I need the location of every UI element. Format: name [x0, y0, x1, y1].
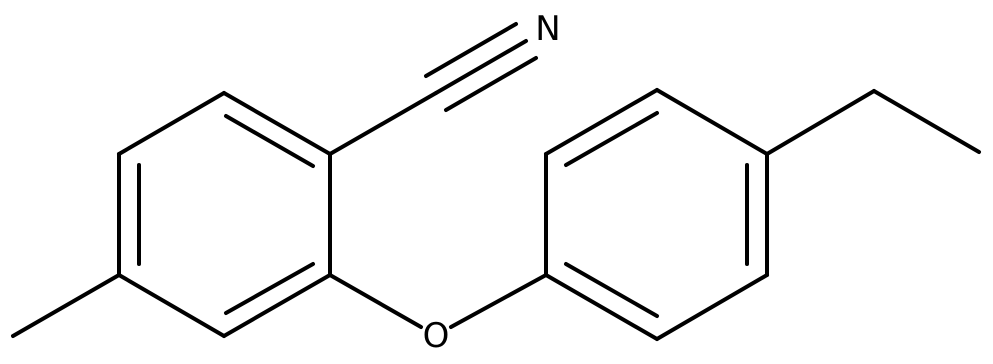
left-ring-bond-c2-c3-inner	[224, 262, 315, 315]
methyl-bond	[11, 273, 121, 338]
right-ring-bond-c2-c3-inner	[564, 111, 659, 167]
ether-bond-left	[328, 273, 423, 329]
ethyl-bond-2	[872, 89, 981, 154]
right-ring-bond-c2-c3	[544, 88, 659, 156]
nitrile-triple-bond-center	[434, 39, 528, 95]
left-ring-bond-c6-c1-inner	[224, 114, 315, 168]
ethyl-group	[765, 89, 981, 156]
right-ring-bond-c5-c6	[655, 273, 769, 341]
left-ring-bond-c3-c4	[117, 273, 226, 338]
ether-linkage: O	[328, 273, 548, 356]
nitrile-carbon-bond	[328, 91, 438, 156]
nitrile-group: N	[328, 9, 561, 156]
nitrile-triple-bond-lower	[444, 56, 538, 112]
left-ring-bond-c5-c6	[117, 91, 226, 156]
right-benzene-ring	[544, 88, 769, 341]
nitrogen-atom-label: N	[535, 9, 560, 49]
right-ring-bond-c6-c1	[544, 273, 659, 341]
left-ring-bond-c2-c3	[222, 273, 332, 338]
ether-bond-right	[449, 273, 548, 329]
oxygen-atom-label: O	[423, 316, 450, 356]
right-ring-bond-c6-c1-inner	[564, 262, 659, 318]
ethyl-bond-1	[765, 89, 876, 156]
left-benzene-ring	[117, 91, 332, 338]
right-ring-bond-c3-c4	[655, 88, 769, 156]
left-ring-bond-c6-c1	[222, 91, 332, 156]
nitrile-triple-bond-upper	[424, 22, 518, 78]
